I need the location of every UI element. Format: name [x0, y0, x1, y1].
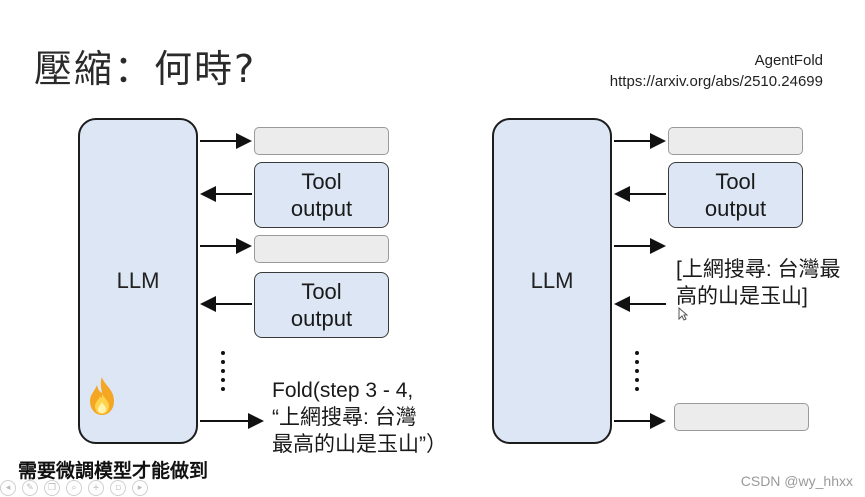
edit-icon[interactable]: ✎	[22, 480, 38, 496]
tool-output-line1: Tool	[715, 169, 756, 194]
llm-label-right: LLM	[530, 268, 574, 293]
search-icon[interactable]: ⌕	[66, 480, 82, 496]
tool-output-line1: Tool	[301, 279, 342, 304]
tool-output-box-right: Tool output	[668, 162, 803, 228]
video-toolbar[interactable]: ◂ ✎ ❐ ⌕ + ▫ ▸	[0, 480, 148, 496]
fold-text-line1: Fold(step 3 - 4,	[272, 379, 414, 402]
copy-icon[interactable]: ❐	[44, 480, 60, 496]
llm-block-left: LLM	[78, 118, 198, 444]
tool-output-line1: Tool	[301, 169, 342, 194]
llm-label-left: LLM	[116, 268, 160, 293]
tool-output-box-2: Tool output	[254, 272, 389, 338]
fold-text: Fold(step 3 - 4, “上網搜尋: 台灣 最高的山是玉山”）	[272, 377, 447, 458]
context-slot-empty-r1	[668, 127, 803, 155]
context-slot-empty-1	[254, 127, 389, 155]
ellipsis-vertical-right	[635, 346, 639, 396]
fit-icon[interactable]: ▫	[110, 480, 126, 496]
watermark: CSDN @wy_hhxx	[740, 473, 853, 489]
tool-output-line2: output	[290, 196, 353, 221]
reference-name: AgentFold	[754, 52, 823, 69]
fold-text-line2: “上網搜尋: 台灣	[272, 406, 417, 429]
fold-text-line3: 最高的山是玉山”）	[272, 433, 447, 456]
tool-output-line2: output	[704, 196, 767, 221]
tool-output-line2: output	[290, 306, 353, 331]
summary-line2: 高的山是玉山]	[676, 285, 808, 308]
context-slot-empty-r2	[674, 403, 809, 431]
rewind-icon[interactable]: ◂	[0, 480, 16, 496]
record-icon[interactable]: ▸	[132, 480, 148, 496]
context-slot-empty-2	[254, 235, 389, 263]
slide-title: 壓縮：何時?	[34, 47, 257, 91]
tool-output-box-1: Tool output	[254, 162, 389, 228]
zoom-icon[interactable]: +	[88, 480, 104, 496]
subtitle-caption: 需要微調模型才能做到	[18, 460, 209, 482]
ellipsis-vertical-left	[221, 346, 225, 396]
reference-url[interactable]: https://arxiv.org/abs/2510.24699	[609, 73, 823, 90]
folded-summary-text: [上網搜尋: 台灣最 高的山是玉山]	[676, 256, 841, 310]
llm-block-right: LLM	[492, 118, 612, 444]
fire-icon	[86, 375, 118, 421]
mouse-cursor-icon	[678, 306, 689, 325]
summary-line1: [上網搜尋: 台灣最	[676, 258, 841, 281]
